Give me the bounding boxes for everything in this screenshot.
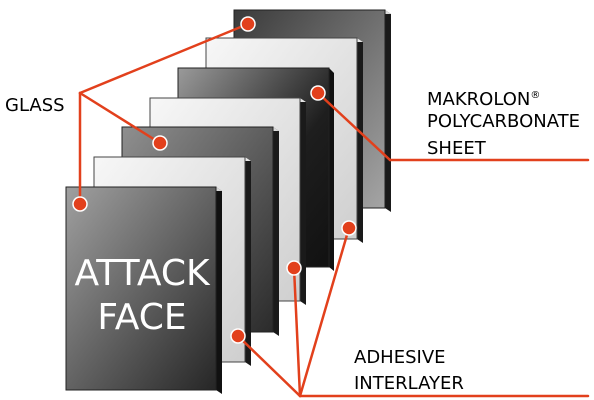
dot-interlayer-3 [341,220,357,236]
attack-label: ATTACK [74,253,210,294]
attack-face-glass-layer [65,186,222,394]
makrolon-label: MAKROLON® [427,86,540,110]
polycarbonate-label: POLYCARBONATE [427,111,581,132]
dot-interlayer-2 [286,260,302,276]
glass-label: GLASS [5,95,65,116]
marker-dots [72,16,357,344]
dot-back-glass [240,16,256,32]
makrolon-text: MAKROLON [427,89,531,110]
registered-mark: ® [530,90,541,101]
adhesive-label: ADHESIVE [354,347,446,368]
dot-middle-glass [152,135,168,151]
leader-lines [78,22,590,398]
dot-front-glass [72,196,88,212]
interlayer-leader-1 [236,334,302,398]
interlayer-label: INTERLAYER [354,373,464,394]
glass-leader-to-middle [78,91,162,145]
interlayer-leader-2 [292,266,302,398]
interlayer-leader-3 [298,226,351,398]
sheet-label: SHEET [427,138,486,159]
polycarbonate-leader [316,91,392,162]
face-label: FACE [97,297,187,338]
glass-leader-to-back [78,22,250,95]
dot-interlayer-1 [230,328,246,344]
dot-polycarbonate [310,85,326,101]
